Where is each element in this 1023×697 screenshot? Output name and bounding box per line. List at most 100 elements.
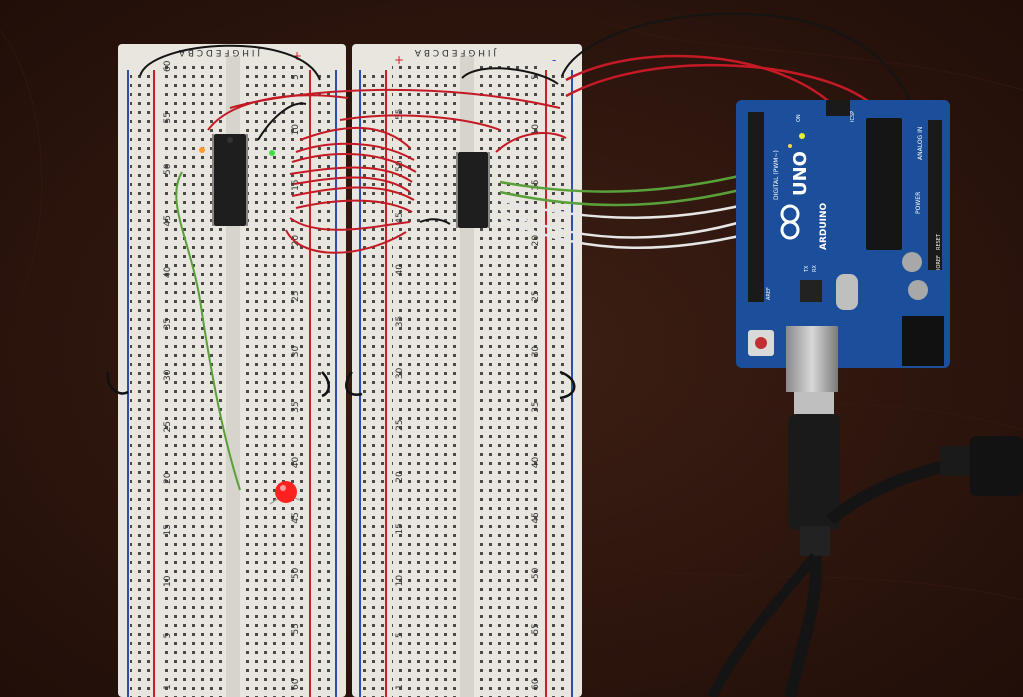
- row-number: 45: [395, 212, 405, 223]
- row-number: 35: [395, 316, 405, 327]
- row-number: 55: [291, 623, 301, 634]
- left-board-rail-plus: +: [292, 49, 302, 63]
- row-number: 15: [291, 179, 301, 190]
- row-number: 5: [395, 632, 405, 638]
- capacitor-1: [902, 252, 922, 272]
- row-number: 60: [291, 678, 301, 690]
- row-number: 15: [395, 523, 405, 534]
- row-number: 10: [531, 124, 541, 136]
- power-rail-right-a: [362, 70, 384, 697]
- on-label: ON: [796, 114, 802, 122]
- cable-ties: [106, 370, 576, 400]
- left-board-row-numbers: 60 55 50 45 40 35 30 25 20 15 10 5 1: [163, 60, 173, 690]
- row-number: 45: [163, 215, 173, 226]
- usb-cable: [707, 392, 1023, 697]
- row-number: 40: [163, 266, 173, 278]
- right-board-column-letters: J I H G F E D C B A: [414, 47, 497, 57]
- row-number: 5: [163, 633, 173, 639]
- left-board-column-letters: J I H G F E D C B A: [178, 47, 261, 57]
- breadboard-left: [118, 44, 346, 697]
- right-board-row-numbers: 55 50 45 40 35 30 25 20 15 10 5 1: [395, 109, 405, 690]
- led-orange-small: [199, 147, 205, 153]
- row-number: 10: [291, 124, 301, 136]
- capacitor-2: [908, 280, 928, 300]
- terminal-strip-right-a: [392, 62, 458, 697]
- row-number: 10: [163, 575, 173, 587]
- terminal-strip-left-b: [242, 62, 306, 697]
- row-number: 1: [163, 684, 173, 690]
- power-led: [799, 133, 805, 139]
- row-number: 35: [531, 401, 541, 412]
- row-number: 50: [291, 567, 301, 579]
- row-number: 5: [531, 74, 541, 80]
- ioref-label: IOREF: [936, 255, 942, 270]
- row-number: 45: [531, 512, 541, 523]
- row-number: 50: [395, 160, 405, 172]
- tx-label: TX: [804, 265, 810, 273]
- analog-header: [928, 120, 942, 270]
- row-number: 60: [531, 678, 541, 690]
- row-number: 50: [163, 163, 173, 175]
- icsp-label: ICSP: [850, 111, 856, 122]
- power-rail-right-b: [548, 70, 570, 697]
- row-number: 45: [291, 512, 301, 523]
- row-number: 25: [291, 290, 301, 301]
- row-number: 15: [163, 524, 173, 535]
- row-number: 25: [163, 421, 173, 432]
- row-number: 20: [163, 472, 173, 484]
- wood-grain: [0, 19, 1023, 601]
- led-green-small: [269, 150, 275, 156]
- row-number: 30: [531, 346, 541, 358]
- aref-label: AREF: [766, 287, 772, 300]
- digital-header-label: DIGITAL (PWM~): [773, 150, 780, 200]
- usb-chip: [800, 280, 822, 302]
- ic-chip-left: [214, 134, 246, 226]
- row-number: 30: [291, 346, 301, 358]
- right-board-rail-minus: -: [552, 53, 556, 67]
- row-number: 40: [531, 456, 541, 468]
- ic-chip-right: [458, 152, 488, 228]
- arduino-logo: [780, 204, 800, 240]
- row-number: 60: [163, 60, 173, 72]
- rx-label: RX: [812, 265, 818, 272]
- arduino-uno-board: ARDUINO UNO DIGITAL (PWM~) POWER ANALOG …: [736, 100, 950, 392]
- row-number: 55: [395, 109, 405, 120]
- power-rail-left-b: [312, 70, 334, 697]
- row-number: 5: [291, 74, 301, 80]
- row-number: 55: [163, 112, 173, 123]
- row-number: 55: [531, 623, 541, 634]
- row-number: 25: [395, 419, 405, 430]
- row-number: 35: [163, 318, 173, 329]
- row-number: 20: [291, 235, 301, 247]
- red-led: [269, 481, 301, 505]
- row-number: 30: [163, 369, 173, 381]
- row-number: 30: [395, 367, 405, 379]
- row-number: 35: [291, 401, 301, 412]
- analog-header-label: ANALOG IN: [917, 127, 924, 160]
- row-number: 15: [531, 179, 541, 190]
- row-number: 50: [531, 567, 541, 579]
- row-number: 25: [531, 290, 541, 301]
- microcontroller-chip: [866, 118, 902, 250]
- black-jumper-wires: [139, 12, 916, 225]
- dc-jack: [902, 316, 944, 366]
- row-number: 10: [395, 575, 405, 587]
- right-board-rail-plus: +: [394, 53, 404, 67]
- left-board-row-numbers-right: 5 10 15 20 25 30 35 40 45 50 55 60: [291, 74, 301, 690]
- icsp-header: [826, 100, 850, 116]
- row-number: 20: [395, 471, 405, 483]
- power-header-label: POWER: [915, 192, 922, 214]
- arduino-model-label: UNO: [790, 151, 811, 196]
- breadboard-right: [352, 44, 582, 697]
- digital-header: [748, 112, 764, 302]
- red-jumper-wires: [207, 88, 567, 254]
- crystal: [836, 274, 858, 310]
- reset-label: RESET: [936, 233, 942, 250]
- row-number: 40: [395, 264, 405, 276]
- row-number: 1: [395, 684, 405, 690]
- row-number: 40: [291, 456, 301, 468]
- arduino-brand-label: ARDUINO: [819, 202, 829, 250]
